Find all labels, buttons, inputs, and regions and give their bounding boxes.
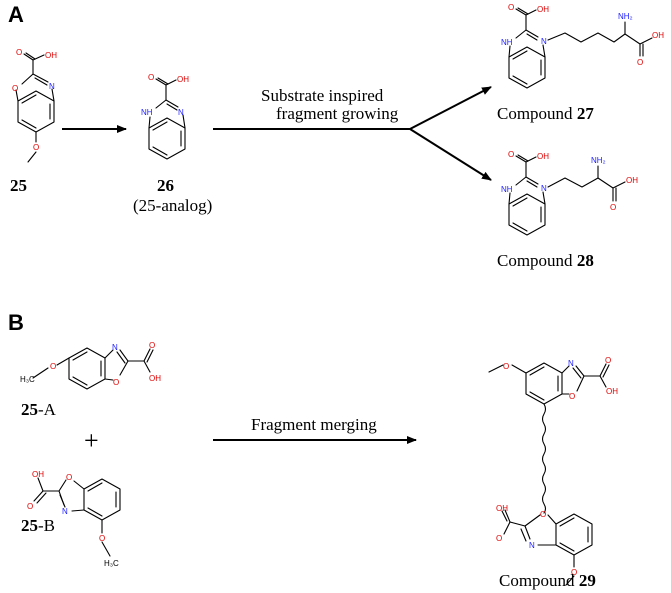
atom-n: N <box>112 343 118 352</box>
atom-o: O <box>113 378 119 387</box>
atom-nh2: NH₂ <box>591 156 606 165</box>
atom-oh: OH <box>626 176 638 185</box>
atom-oh: OH <box>149 374 161 383</box>
atom-o: O <box>12 84 18 93</box>
atom-o: O <box>605 356 611 365</box>
atom-h3c: H₃C <box>104 559 119 568</box>
molecule-27: O OH NH N NH₂ OH O <box>501 3 664 89</box>
arrow-to-28 <box>409 128 492 181</box>
atom-nh2: NH₂ <box>618 12 633 21</box>
atom-n: N <box>568 359 574 368</box>
atom-oh: OH <box>537 5 549 14</box>
atom-o: O <box>637 58 643 67</box>
atom-o: O <box>508 150 514 159</box>
molecule-29: O N O O OH O OH O N O <box>488 356 618 586</box>
compound-29-caption: Compound 29 <box>499 571 596 590</box>
panel-label-b: B <box>8 310 24 335</box>
plus-sign: + <box>84 426 99 455</box>
label-26: 26 <box>157 176 174 195</box>
label-25: 25 <box>10 176 27 195</box>
label-25-a: 25-A <box>21 400 57 419</box>
atom-oh: OH <box>652 31 664 40</box>
atom-o: O <box>503 362 509 371</box>
atom-nh: NH <box>501 185 513 194</box>
atom-n: N <box>529 541 535 550</box>
molecule-25: O OH O N O <box>12 48 57 163</box>
atom-n: N <box>49 82 55 91</box>
atom-o: O <box>149 341 155 350</box>
molecule-25-a: H₃C O N O O OH <box>20 341 161 390</box>
atom-o: O <box>99 534 105 543</box>
atom-n: N <box>62 507 68 516</box>
atom-o: O <box>16 48 22 57</box>
atom-oh: OH <box>606 387 618 396</box>
molecule-25-b: OH O O N O H₃C <box>27 470 121 568</box>
label-25-b: 25-B <box>21 516 55 535</box>
atom-o: O <box>540 510 546 519</box>
atom-o: O <box>508 3 514 12</box>
atom-oh: OH <box>45 51 57 60</box>
atom-n: N <box>178 108 184 117</box>
atom-oh: OH <box>537 152 549 161</box>
atom-o: O <box>148 73 154 82</box>
atom-n: N <box>541 184 547 193</box>
atom-o: O <box>571 568 577 577</box>
arrow-text-merging: Fragment merging <box>251 415 377 434</box>
arrow-text-growing-1: Substrate inspired <box>261 86 384 105</box>
atom-nh: NH <box>141 108 153 117</box>
molecule-28: O OH NH N NH₂ OH O <box>501 150 638 236</box>
label-26-analog: (25-analog) <box>133 196 212 215</box>
molecule-26: O OH NH N <box>141 73 189 160</box>
atom-o: O <box>569 392 575 401</box>
panel-label-a: A <box>8 2 24 27</box>
atom-h3c: H₃C <box>20 375 35 384</box>
atom-oh: OH <box>32 470 44 479</box>
wavy-linker <box>541 403 547 514</box>
arrow-text-growing-2: fragment growing <box>276 104 399 123</box>
atom-nh: NH <box>501 38 513 47</box>
compound-27-caption: Compound 27 <box>497 104 594 123</box>
atom-o: O <box>610 203 616 212</box>
atom-n: N <box>541 37 547 46</box>
atom-o: O <box>33 143 39 152</box>
compound-28-caption: Compound 28 <box>497 251 594 270</box>
atom-o: O <box>66 473 72 482</box>
atom-oh: OH <box>177 75 189 84</box>
arrow-to-27 <box>409 86 492 130</box>
atom-o: O <box>50 362 56 371</box>
atom-o: O <box>496 534 502 543</box>
atom-o: O <box>27 502 33 511</box>
atom-oh: OH <box>496 504 508 513</box>
